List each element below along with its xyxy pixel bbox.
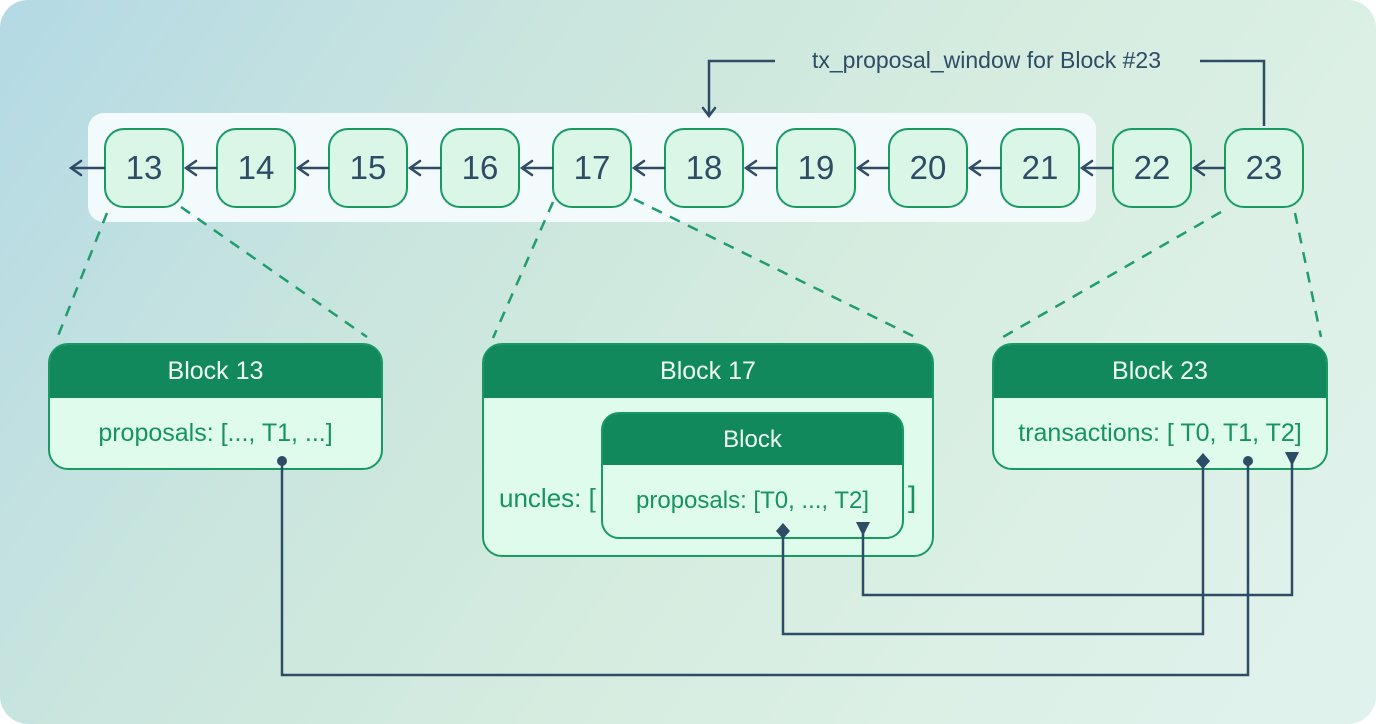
chain-block-17: 17	[552, 128, 632, 208]
tx-proposal-window-label: tx_proposal_window for Block #23	[811, 47, 1162, 73]
chain-block-label: 18	[685, 149, 723, 186]
chain-block-label: 23	[1245, 149, 1283, 186]
chain-block-23: 23	[1224, 128, 1304, 208]
chain-block-label: 22	[1133, 149, 1171, 186]
chain-block-14: 14	[216, 128, 296, 208]
detail-box-header: Block 13	[50, 345, 381, 398]
chain-block-19: 19	[776, 128, 856, 208]
chain-block-label: 16	[461, 149, 499, 186]
chain-block-label: 20	[909, 149, 947, 186]
proposals-list-text: proposals: [..., T1, ...]	[98, 418, 333, 447]
detail-box-block-23: Block 23 transactions: [ T0, T1, T2]	[992, 343, 1328, 470]
dashed-line-block23-right	[1293, 212, 1323, 338]
dashed-line-block17-left	[491, 201, 555, 339]
nested-proposals-list-text: proposals: [T0, ..., T2]	[636, 486, 869, 514]
chain-block-label: 21	[1021, 149, 1059, 186]
detail-box-title: Block 23	[1112, 357, 1208, 385]
chain-block-label: 14	[237, 149, 275, 186]
dashed-line-block23-left	[1002, 210, 1222, 339]
chain-block-20: 20	[888, 128, 968, 208]
detail-box-title: Block 13	[167, 357, 264, 385]
chain-block-label: 13	[125, 149, 163, 186]
detail-box-header: Block 17	[484, 345, 932, 398]
chain-block-21: 21	[1000, 128, 1080, 208]
chain-block-label: 17	[573, 149, 611, 186]
chain-block-15: 15	[328, 128, 408, 208]
chain-block-13: 13	[104, 128, 184, 208]
left-arrow-icon	[1191, 159, 1226, 177]
detail-box-title: Block 17	[660, 357, 756, 385]
chain-block-label: 19	[797, 149, 835, 186]
dashed-line-block13-left	[56, 212, 109, 337]
nested-block-title: Block	[723, 425, 782, 453]
chain-block-22: 22	[1112, 128, 1192, 208]
chain-block-18: 18	[664, 128, 744, 208]
detail-box-header: Block 23	[994, 345, 1326, 398]
nested-block-header: Block	[603, 414, 902, 465]
left-arrow-icon	[68, 159, 83, 177]
nested-uncle-block-box: Block proposals: [T0, ..., T2]	[601, 412, 904, 539]
transactions-list-text: transactions: [ T0, T1, T2]	[1018, 418, 1302, 447]
detail-box-block-17: Block 17 uncles: [ Block proposals: [T0,…	[482, 343, 934, 557]
detail-box-block-13: Block 13 proposals: [..., T1, ...]	[48, 343, 383, 470]
uncles-close-bracket-text: ]	[908, 481, 917, 514]
chain-block-label: 15	[349, 149, 387, 186]
chain-block-16: 16	[440, 128, 520, 208]
dashed-line-block13-right	[180, 205, 368, 339]
uncles-open-bracket-text: uncles: [	[499, 482, 596, 513]
